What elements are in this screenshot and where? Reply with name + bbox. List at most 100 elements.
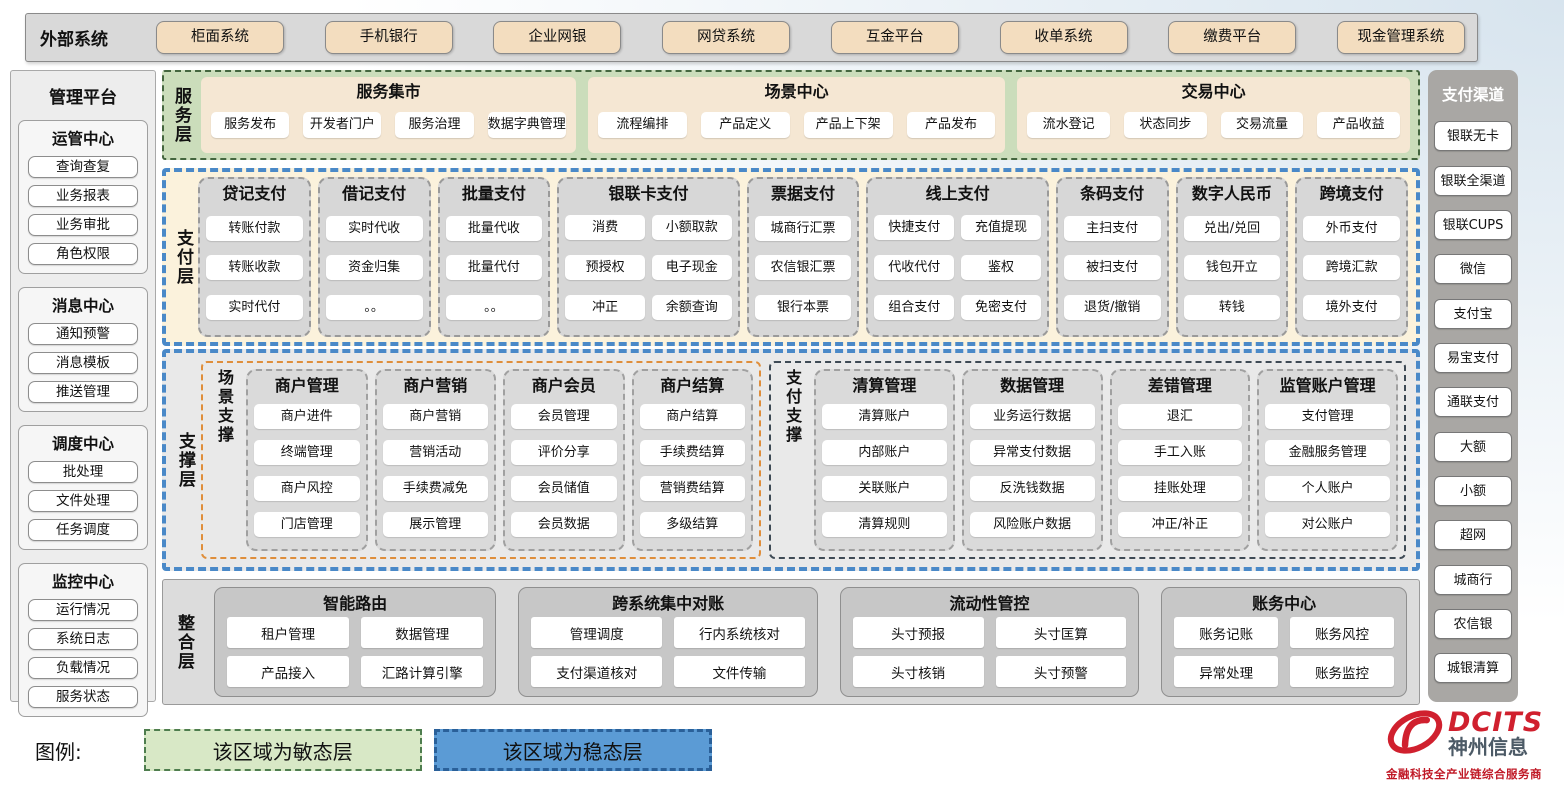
management-node: 系统日志 bbox=[28, 628, 138, 650]
payment-support-label: 支付支撑 bbox=[783, 369, 803, 445]
bill-payment-column: 票据支付 城商行汇票农信银汇票银行本票 bbox=[746, 177, 860, 337]
payment-function-node: 批量代付 bbox=[445, 255, 543, 280]
group-items: 运行情况系统日志负载情况服务状态 bbox=[19, 599, 147, 708]
stable-layers: 支付层 贷记支付 转账付款转账收款实时代付 借记支付 实时代收资金归集。。 批量… bbox=[162, 168, 1420, 571]
external-system-node: 互金平台 bbox=[830, 21, 959, 54]
column-title: 线上支付 bbox=[925, 184, 990, 203]
channel-node: 城商行 bbox=[1434, 564, 1512, 595]
unionpay-card-column: 银联卡支付 消费小额取款预授权电子现金冲正余额查询 bbox=[557, 177, 740, 337]
scenario-center-group: 场景中心 流程编排产品定义产品上下架产品发布 bbox=[587, 77, 1006, 153]
column-title: 数字人民币 bbox=[1191, 184, 1272, 203]
management-node: 批处理 bbox=[28, 461, 138, 483]
integration-node: 头寸预警 bbox=[995, 656, 1127, 687]
channel-node: 通联支付 bbox=[1434, 387, 1512, 418]
management-node: 消息模板 bbox=[28, 352, 138, 374]
column-title: 差错管理 bbox=[1147, 376, 1212, 395]
channel-node: 超网 bbox=[1434, 520, 1512, 551]
column-title: 条码支付 bbox=[1080, 184, 1145, 203]
service-node: 服务治理 bbox=[395, 112, 474, 138]
payment-function-node: 实时代收 bbox=[325, 215, 423, 241]
column-title: 跨境支付 bbox=[1319, 184, 1384, 203]
channel-node: 微信 bbox=[1434, 254, 1512, 285]
online-payment-column: 线上支付 快捷支付充值提现代收代付鉴权组合支付免密支付 bbox=[866, 177, 1049, 337]
support-function-node: 清算账户 bbox=[822, 404, 947, 429]
support-function-node: 营销活动 bbox=[382, 440, 489, 465]
payment-function-node: 余额查询 bbox=[651, 295, 732, 320]
monitoring-center-group: 监控中心 运行情况系统日志负载情况服务状态 bbox=[18, 563, 148, 717]
support-function-node: 商户进件 bbox=[254, 404, 360, 429]
management-node: 文件处理 bbox=[28, 490, 138, 512]
external-system-node: 网贷系统 bbox=[662, 21, 791, 54]
group-items: 管理调度行内系统核对支付渠道核对文件传输 bbox=[531, 617, 805, 687]
service-node: 产品发布 bbox=[906, 112, 996, 138]
management-node: 业务审批 bbox=[28, 214, 138, 236]
management-node: 服务状态 bbox=[28, 686, 138, 708]
payment-function-node: 小额取款 bbox=[651, 215, 732, 240]
payment-function-node: 农信银汇票 bbox=[754, 255, 852, 280]
batch-payment-column: 批量支付 批量代收批量代付。。 bbox=[437, 177, 551, 337]
column-items: 退汇手工入账挂账处理冲正/补正 bbox=[1117, 399, 1243, 542]
group-title: 调度中心 bbox=[51, 435, 114, 453]
service-node: 流水登记 bbox=[1027, 112, 1111, 138]
group-items: 服务发布开发者门户服务治理数据字典管理 bbox=[211, 104, 566, 146]
management-node: 负载情况 bbox=[28, 657, 138, 679]
integration-node: 管理调度 bbox=[531, 617, 663, 648]
support-function-node: 展示管理 bbox=[382, 512, 489, 537]
column-title: 商户管理 bbox=[274, 376, 339, 395]
column-items: 实时代收资金归集。。 bbox=[325, 207, 423, 328]
integration-node: 账务风控 bbox=[1290, 617, 1394, 648]
column-items: 商户进件终端管理商户风控门店管理 bbox=[254, 399, 360, 542]
management-node: 角色权限 bbox=[28, 243, 138, 265]
column-items: 批量代收批量代付。。 bbox=[445, 207, 543, 328]
data-mgmt-column: 数据管理 业务运行数据异常支付数据反洗钱数据风险账户数据 bbox=[961, 369, 1103, 551]
column-title: 借记支付 bbox=[342, 184, 407, 203]
integration-layer-label: 整合层 bbox=[174, 613, 194, 671]
payment-function-node: 充值提现 bbox=[961, 215, 1041, 240]
column-title: 批量支付 bbox=[461, 184, 526, 203]
support-layer: 支撑层 场景支撑 商户管理 商户进件终端管理商户风控门店管理 商户营销 商户营销… bbox=[162, 349, 1420, 571]
legend-agile-layer: 该区域为敏态层 bbox=[143, 729, 422, 771]
column-items: 城商行汇票农信银汇票银行本票 bbox=[754, 207, 852, 328]
payment-function-node: 跨境汇款 bbox=[1303, 255, 1401, 280]
group-items: 流程编排产品定义产品上下架产品发布 bbox=[597, 104, 996, 146]
logo-row: DCITS 神州信息 bbox=[1386, 705, 1562, 763]
scenario-support-label: 场景支撑 bbox=[215, 369, 234, 445]
column-items: 支付管理金融服务管理个人账户对公账户 bbox=[1265, 399, 1390, 542]
integration-node: 文件传输 bbox=[674, 656, 805, 687]
support-function-node: 商户风控 bbox=[254, 476, 360, 501]
merchant-settlement-column: 商户结算 商户结算手续费结算营销费结算多级结算 bbox=[631, 369, 754, 551]
payment-function-node: 。。 bbox=[445, 294, 543, 320]
service-layer-label: 服务层 bbox=[171, 86, 191, 144]
support-function-node: 终端管理 bbox=[254, 440, 360, 465]
logo-brand-text: DCITS bbox=[1448, 707, 1544, 738]
payment-function-node: 组合支付 bbox=[874, 295, 955, 320]
error-mgmt-column: 差错管理 退汇手工入账挂账处理冲正/补正 bbox=[1109, 369, 1251, 551]
service-node: 产品收益 bbox=[1317, 112, 1400, 138]
column-items: 会员管理评价分享会员储值会员数据 bbox=[511, 399, 617, 542]
support-function-node: 评价分享 bbox=[511, 440, 617, 465]
column-items: 快捷支付充值提现代收代付鉴权组合支付免密支付 bbox=[874, 207, 1041, 328]
payment-channels-title: 支付渠道 bbox=[1441, 86, 1504, 104]
scheduling-center-group: 调度中心 批处理文件处理任务调度 bbox=[18, 425, 148, 550]
clearing-mgmt-column: 清算管理 清算账户内部账户关联账户清算规则 bbox=[814, 369, 955, 551]
payment-function-node: 代收代付 bbox=[874, 255, 955, 280]
ops-center-group: 运管中心 查询查复业务报表业务审批角色权限 bbox=[18, 120, 148, 274]
support-function-node: 业务运行数据 bbox=[969, 404, 1095, 429]
service-market-group: 服务集市 服务发布开发者门户服务治理数据字典管理 bbox=[201, 77, 576, 153]
support-function-node: 内部账户 bbox=[822, 440, 947, 465]
group-items: 头寸预报头寸匡算头寸核销头寸预警 bbox=[852, 617, 1127, 687]
payment-function-node: 批量代收 bbox=[445, 215, 543, 241]
barcode-payment-column: 条码支付 主扫支付被扫支付退货/撤销 bbox=[1055, 177, 1169, 337]
payment-function-node: 预授权 bbox=[565, 255, 645, 280]
service-node: 服务发布 bbox=[211, 112, 290, 138]
payment-function-node: 资金归集 bbox=[325, 255, 423, 280]
column-title: 商户营销 bbox=[403, 376, 468, 395]
payment-function-node: 退货/撤销 bbox=[1063, 294, 1161, 320]
support-function-node: 清算规则 bbox=[822, 512, 947, 537]
support-function-node: 挂账处理 bbox=[1117, 476, 1243, 501]
payment-function-node: 转账付款 bbox=[206, 215, 303, 241]
service-node: 流程编排 bbox=[597, 112, 687, 138]
external-system-node: 缴费平台 bbox=[1168, 21, 1297, 54]
accounting-center-group: 账务中心 账务记账账务风控异常处理账务监控 bbox=[1161, 587, 1407, 697]
